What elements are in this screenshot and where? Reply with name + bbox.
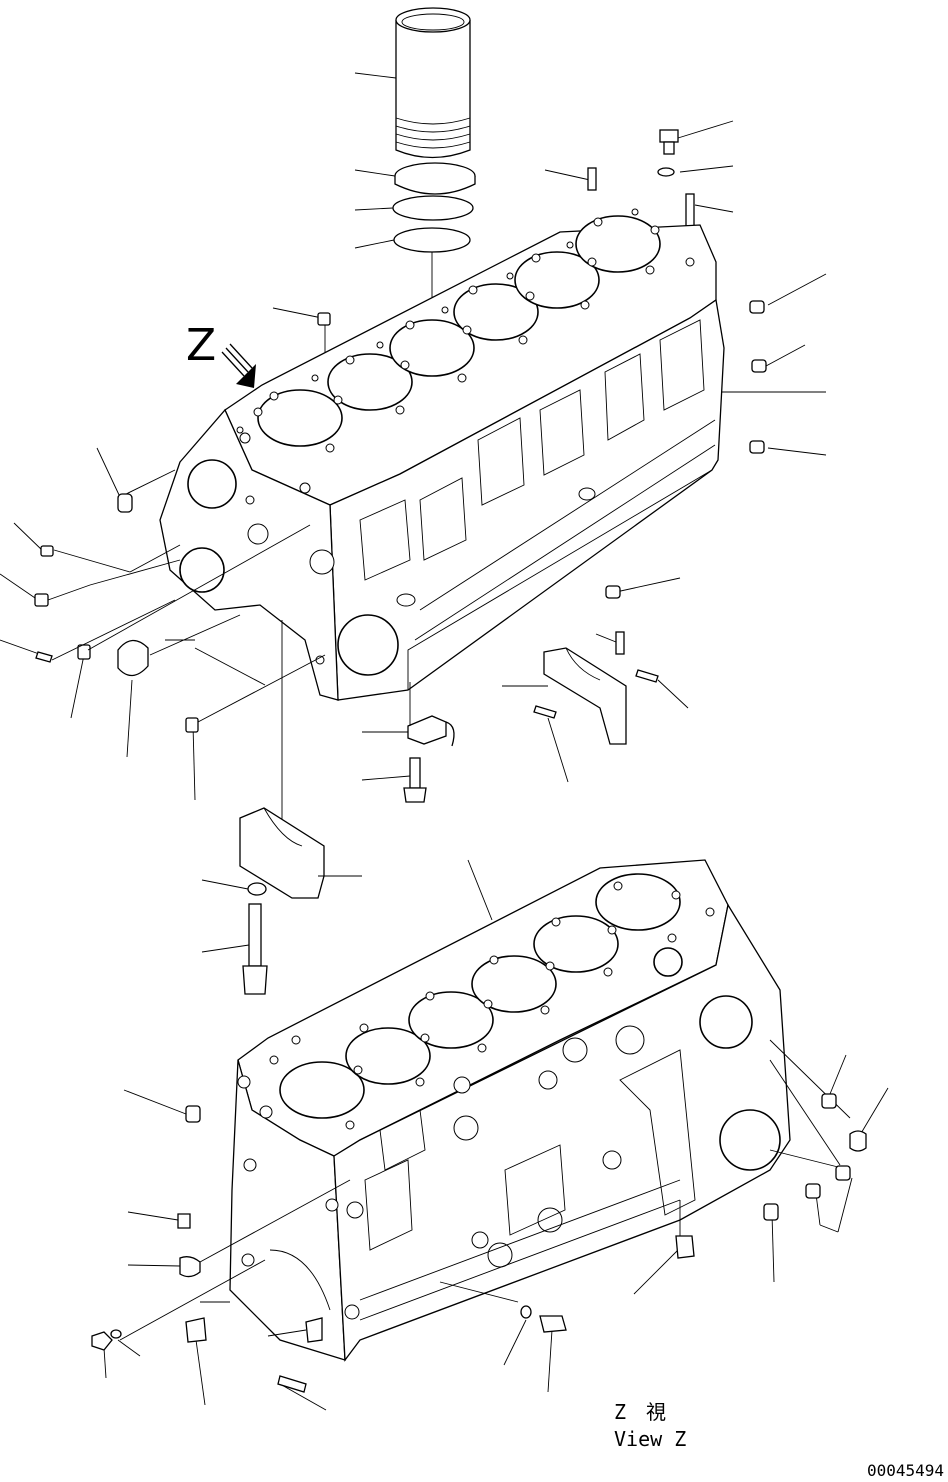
left-small-parts — [34, 493, 199, 733]
cylinder-block-lower — [229, 859, 791, 1362]
cap-bolt — [242, 903, 268, 995]
view-z-caption-jp: Z 視 — [614, 1400, 666, 1424]
cylinder-liner — [395, 7, 471, 159]
leader-washer — [201, 879, 249, 890]
leader-pin-cap — [595, 633, 617, 643]
liner-o-ring-lower — [393, 227, 471, 253]
dowel-left — [533, 705, 557, 719]
liner-o-ring-upper — [392, 195, 474, 221]
view-z-marker: Z — [186, 320, 216, 371]
plug-screw-top-right — [659, 129, 679, 155]
lower-small-parts — [91, 1093, 867, 1393]
oil-jet-nozzle — [407, 715, 455, 747]
view-z-caption-en: View Z — [614, 1427, 686, 1451]
main-bearing-cap — [239, 807, 325, 899]
drawing-number: 00045494 — [867, 1461, 944, 1480]
plugs-right-upper — [605, 300, 767, 599]
leader-lines-left-middle — [47, 524, 326, 838]
view-z-arrow-icon — [221, 343, 256, 388]
cylinder-block-upper — [159, 208, 725, 701]
pin-bearing-cap — [615, 631, 625, 655]
liner-seal-plate — [394, 162, 476, 195]
leader-cap-bolt — [201, 944, 250, 953]
leader-dowel-left — [547, 717, 569, 783]
leader-lines-top — [0, 72, 827, 801]
leader-lines-lower — [103, 859, 889, 1411]
leader-dowel-right — [657, 679, 689, 709]
dowel-right — [635, 669, 659, 683]
bearing-cap-rear — [543, 647, 627, 745]
oil-jet-bolt — [403, 757, 427, 803]
o-ring-top-right — [657, 167, 675, 177]
cap-washer — [247, 882, 267, 896]
pin-top-center — [587, 167, 597, 191]
leader-oil-jet-bolt — [361, 775, 411, 781]
plug-top-left — [317, 312, 331, 326]
pin-top-right — [685, 193, 695, 229]
